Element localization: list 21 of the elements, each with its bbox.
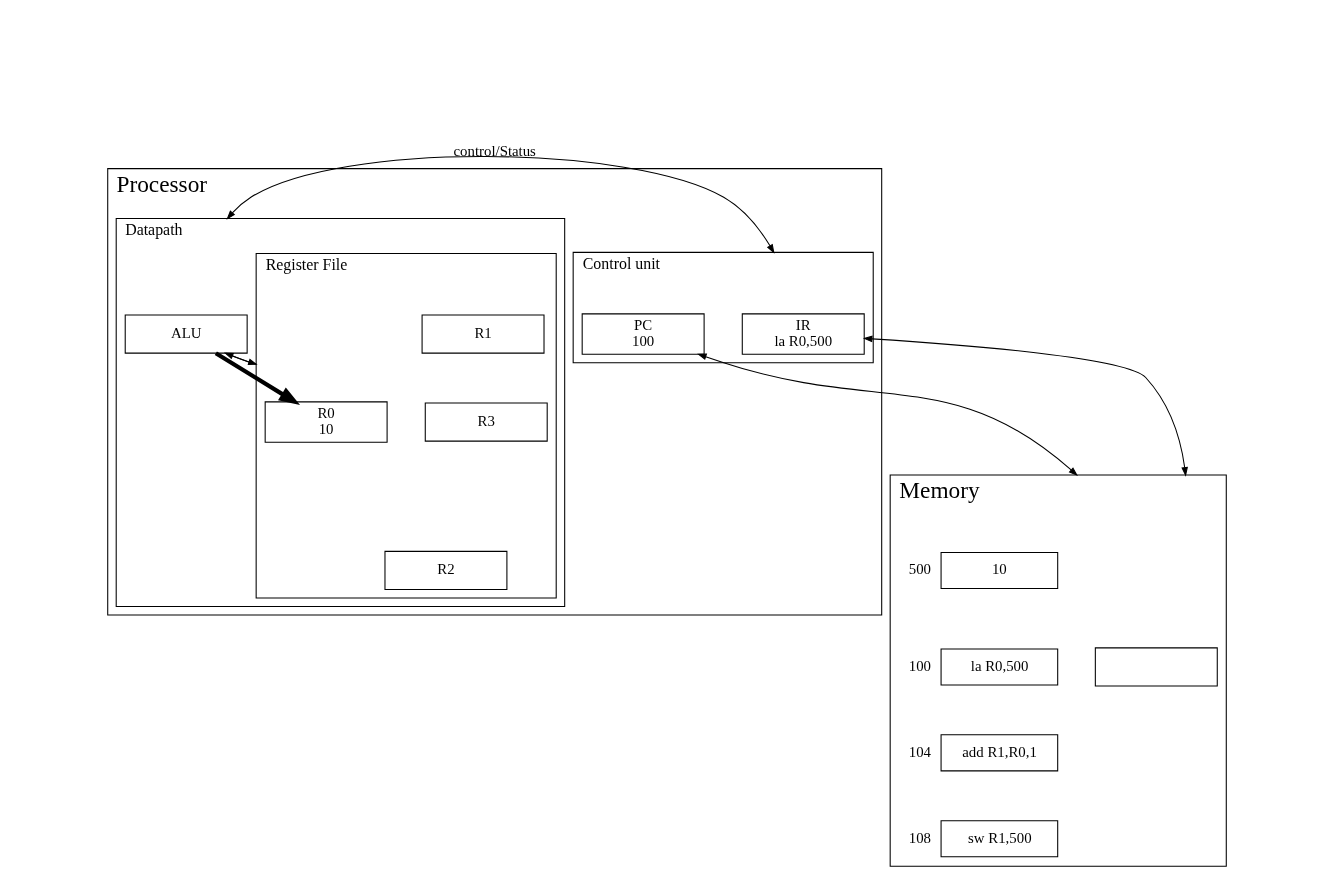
node-box: R3: [424, 402, 548, 442]
node-box: add R1,R0,1: [940, 734, 1058, 772]
arrow: [862, 335, 1188, 477]
node-box: [1094, 647, 1218, 687]
node-label: 108: [908, 829, 931, 846]
node-box: R2: [383, 550, 507, 591]
node-box: 10: [940, 551, 1058, 589]
node-box: PC 100: [581, 313, 705, 355]
node-box: sw R1,500: [940, 820, 1058, 858]
edge-label: control/Status: [453, 143, 536, 160]
node-box: ALU: [124, 314, 248, 354]
arrow: [696, 353, 1078, 477]
arrow: [225, 156, 775, 254]
node-label: 100: [908, 657, 931, 674]
node-box: R0 10: [264, 401, 388, 443]
node-box: IR la R0,500: [741, 313, 865, 355]
arrow: [214, 351, 300, 405]
node-box: la R0,500: [940, 648, 1058, 686]
node-label: 104: [908, 743, 931, 760]
node-label: 500: [908, 561, 931, 578]
node-box: R1: [421, 314, 545, 354]
